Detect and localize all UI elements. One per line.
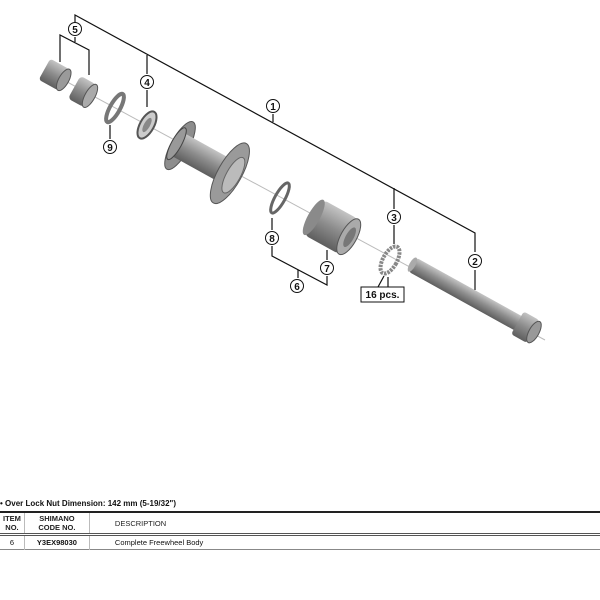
leader-lines <box>59 13 476 290</box>
header-description: DESCRIPTION <box>114 518 167 528</box>
svg-text:1: 1 <box>270 102 276 113</box>
svg-text:4: 4 <box>144 78 150 89</box>
callout-7: 7 <box>320 261 334 275</box>
callout-8: 8 <box>265 231 279 245</box>
svg-text:8: 8 <box>269 234 275 245</box>
hub-axle-part-2 <box>407 257 542 344</box>
callout-6: 6 <box>290 279 304 293</box>
lock-nut-part <box>39 59 72 92</box>
cone-part <box>69 77 99 109</box>
svg-text:7: 7 <box>324 264 330 275</box>
svg-text:5: 5 <box>72 25 78 36</box>
exploded-parts-diagram: 5 4 1 9 3 8 2 7 6 16 pcs. <box>39 13 546 344</box>
dimension-note: • Over Lock Nut Dimension: 142 mm (5-19/… <box>0 499 176 508</box>
seal-ring-part-9 <box>104 91 126 125</box>
callout-1: 1 <box>266 99 280 113</box>
spacer-ring-part-8 <box>269 181 291 215</box>
quantity-note-box: 16 pcs. <box>360 286 405 303</box>
table-row: 6 Y3EX98030 Complete Freewheel Body <box>0 534 600 550</box>
svg-text:9: 9 <box>107 143 113 154</box>
freewheel-body-part-7 <box>302 199 362 256</box>
callout-5: 5 <box>68 22 82 36</box>
svg-text:16 pcs.: 16 pcs. <box>366 290 400 301</box>
callout-4: 4 <box>140 75 154 89</box>
steel-balls-part-3 <box>378 244 402 276</box>
svg-text:3: 3 <box>391 213 397 224</box>
callout-9: 9 <box>103 140 117 154</box>
bearing-part-4 <box>136 110 158 140</box>
callout-3: 3 <box>387 210 401 224</box>
cell-description: Complete Freewheel Body <box>114 538 204 547</box>
svg-text:6: 6 <box>294 282 300 293</box>
svg-text:2: 2 <box>472 257 478 268</box>
hub-body-part <box>164 121 250 205</box>
callout-2: 2 <box>468 254 482 268</box>
cell-item: 6 <box>0 534 25 550</box>
cell-code: Y3EX98030 <box>24 534 90 550</box>
